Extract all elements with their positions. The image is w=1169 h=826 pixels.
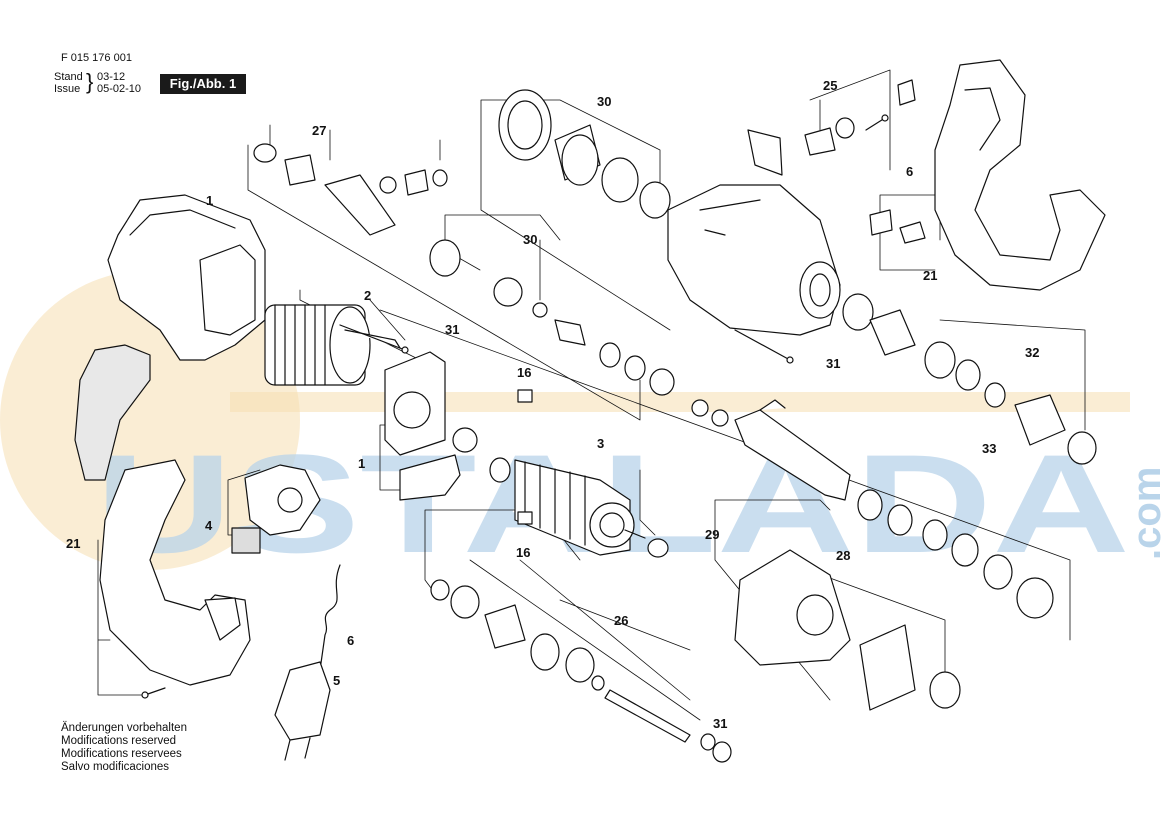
- callout-5: 5: [333, 673, 340, 688]
- issue-label: Issue: [54, 83, 81, 95]
- callout-16b: 16: [516, 545, 530, 560]
- callout-16a: 16: [517, 365, 531, 380]
- carbon-brushes: [517, 389, 533, 525]
- callout-3: 3: [597, 436, 604, 451]
- handle-half-right: [934, 59, 1106, 291]
- callout-25: 25: [823, 78, 837, 93]
- callout-4: 4: [205, 518, 213, 533]
- callout-1b: 1: [358, 456, 365, 471]
- sleeve-parts: [253, 143, 461, 277]
- callout-21a: 21: [923, 268, 937, 283]
- spindle: [493, 277, 851, 501]
- part-number: F 015 176 001: [61, 52, 132, 64]
- callout-6b: 6: [347, 633, 354, 648]
- callout-28: 28: [836, 548, 850, 563]
- field-coil: [264, 304, 401, 386]
- note-es: Salvo modificaciones: [61, 761, 170, 773]
- power-cable: [274, 564, 341, 761]
- figure-label: Fig./Abb. 1: [160, 74, 246, 94]
- callout-2: 2: [364, 288, 371, 303]
- callout-6a: 6: [906, 164, 913, 179]
- callout-32: 32: [1025, 345, 1039, 360]
- callout-1a: 1: [206, 193, 213, 208]
- switch-parts: [747, 79, 926, 244]
- callout-27: 27: [312, 123, 326, 138]
- callouts: 1 1 2 3 4 5 6 6 16 16 21 21 25 26 27 28 …: [66, 78, 1039, 731]
- note-en: Modifications reserved: [61, 735, 177, 747]
- brace: }: [86, 69, 94, 94]
- stand-value: 03-12: [97, 71, 126, 83]
- screws: [141, 114, 889, 699]
- callout-30a: 30: [597, 94, 611, 109]
- callout-31a: 31: [445, 322, 459, 337]
- armature: [452, 427, 669, 558]
- note-fr: Modifications reservees: [61, 748, 182, 760]
- motor-housing: [107, 194, 266, 361]
- grip-insert: [74, 344, 151, 481]
- callout-29: 29: [705, 527, 719, 542]
- brush-holder: [231, 464, 321, 554]
- disclaimer-notes: Änderungen vorbehalten Modifications res…: [61, 722, 187, 774]
- gear-housing: [667, 184, 841, 336]
- note-de: Änderungen vorbehalten: [61, 722, 187, 734]
- stand-label: Stand: [54, 71, 83, 83]
- callout-33: 33: [982, 441, 996, 456]
- clutch-parts: [498, 89, 671, 219]
- gear-train: [430, 579, 732, 763]
- callout-21b: 21: [66, 536, 80, 551]
- baffle-plate: [384, 351, 461, 501]
- watermark-suffix: .com: [1125, 467, 1169, 560]
- callout-26: 26: [614, 613, 628, 628]
- issue-value: 05-02-10: [97, 83, 142, 95]
- callout-30b: 30: [523, 232, 537, 247]
- handle-half-left: [99, 459, 251, 686]
- tool-holder: [842, 293, 1097, 619]
- callout-31c: 31: [713, 716, 727, 731]
- gearbox-cover: [734, 549, 961, 711]
- callout-31b: 31: [826, 356, 840, 371]
